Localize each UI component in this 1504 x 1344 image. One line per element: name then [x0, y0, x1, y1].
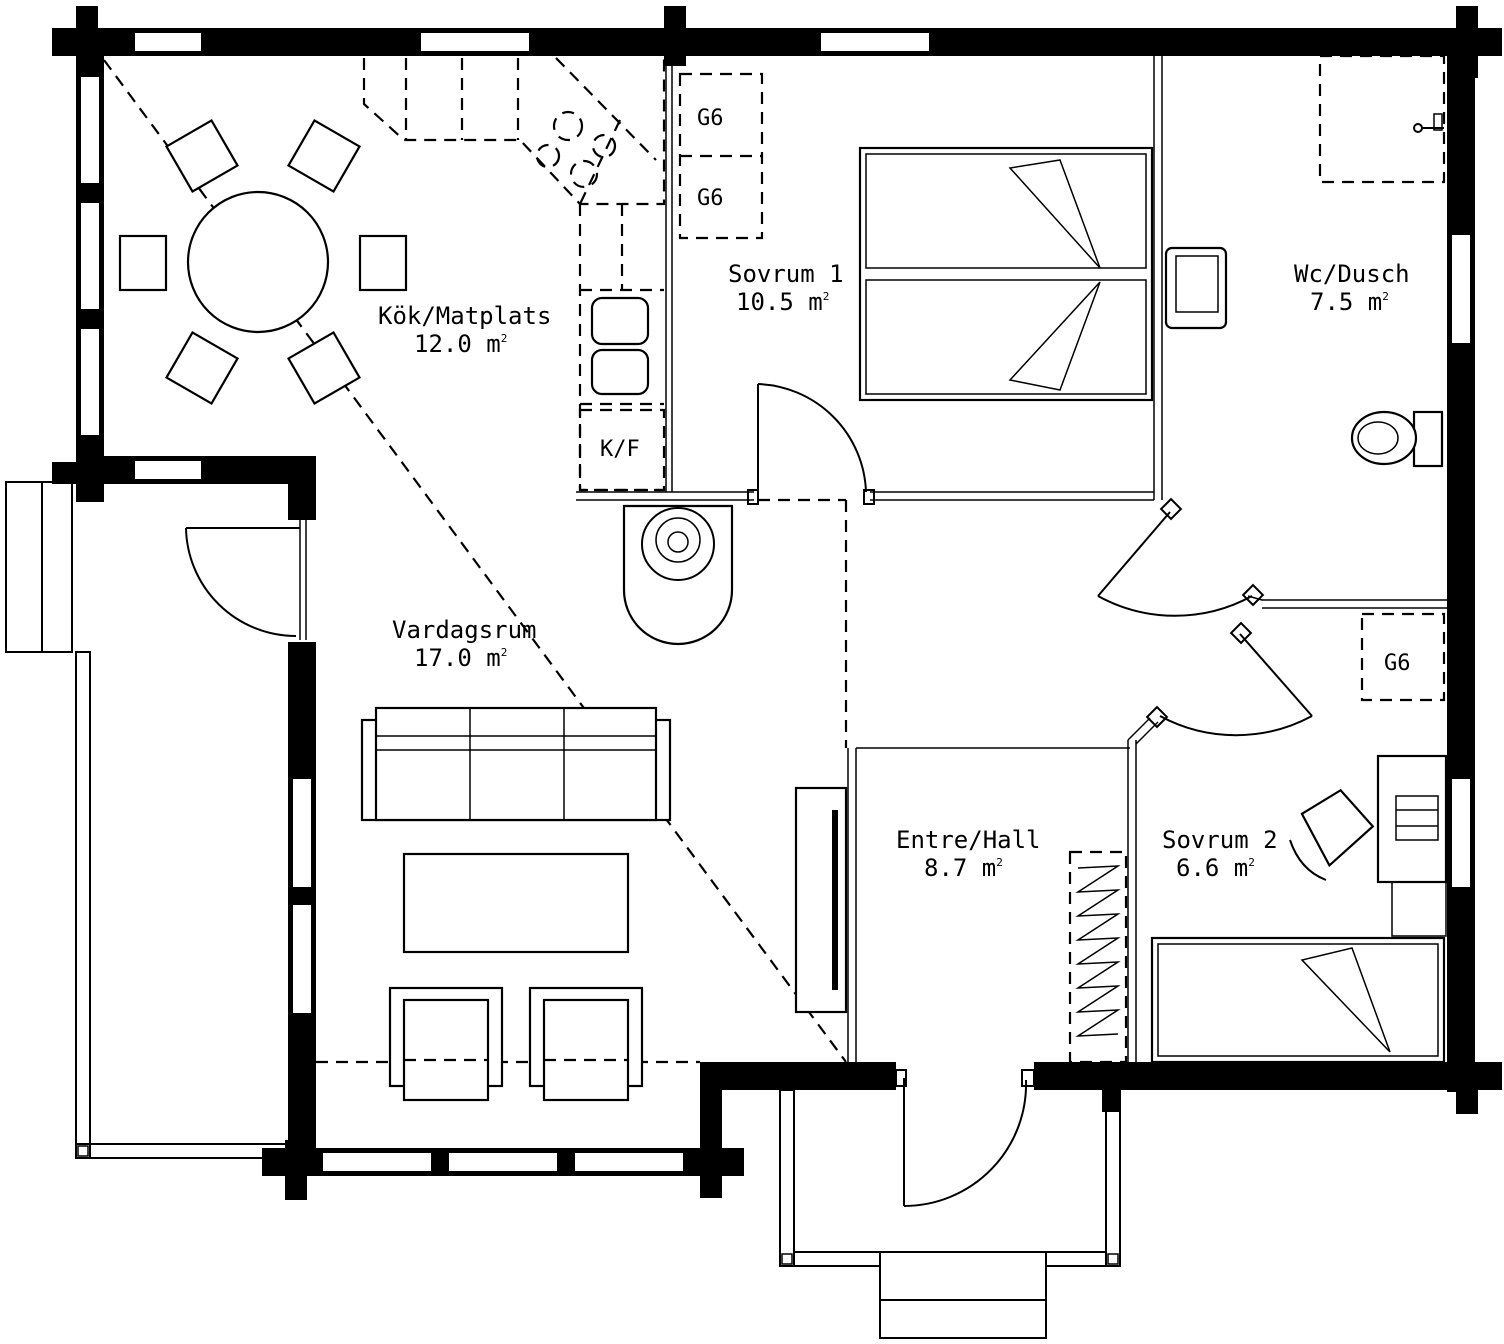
partitions	[299, 56, 1447, 1062]
entry-porch	[779, 1089, 1121, 1339]
windows	[79, 31, 1472, 1173]
room-vardagsrum-area: 17.0 m2	[414, 644, 507, 672]
wardrobe-sovrum2	[1360, 612, 1446, 702]
room-sovrum1-area: 10.5 m2	[736, 288, 829, 316]
dining-chairs	[118, 118, 408, 406]
room-sovrum2-name: Sovrum 2	[1162, 826, 1278, 854]
toilet-icon	[1350, 410, 1444, 468]
room-entre-area: 8.7 m2	[924, 854, 1003, 882]
coat-rack	[1068, 850, 1128, 1064]
washbasin-icon	[1164, 246, 1228, 330]
coffee-table	[402, 852, 630, 954]
wardrobe-label-3: G6	[1384, 651, 1411, 676]
room-wc-name: Wc/Dusch	[1294, 260, 1410, 288]
room-sovrum2-area: 6.6 m2	[1176, 854, 1255, 882]
room-wc-area: 7.5 m2	[1310, 288, 1389, 316]
doors	[185, 383, 1313, 1207]
wardrobe-label-1: G6	[697, 106, 724, 131]
sink-icon	[590, 296, 650, 396]
shower-area	[1318, 54, 1446, 184]
tv-cabinet	[794, 786, 848, 1014]
sofa	[360, 706, 672, 822]
desk-chair-icon	[1289, 788, 1375, 881]
room-kok-name: Kök/Matplats	[378, 302, 551, 330]
armchairs	[388, 986, 644, 1102]
wardrobe-sovrum1	[678, 72, 764, 240]
stove-icon	[535, 110, 617, 189]
desk-icon	[1376, 754, 1448, 937]
double-bed	[858, 146, 1154, 402]
dining-table	[186, 190, 330, 334]
room-sovrum1-name: Sovrum 1	[728, 260, 844, 288]
veranda	[5, 481, 290, 1159]
wardrobe-label-2: G6	[697, 186, 724, 211]
room-vardagsrum-name: Vardagsrum	[392, 616, 537, 644]
fridge-label: K/F	[600, 437, 640, 462]
single-bed	[1150, 936, 1446, 1064]
fireplace-icon	[622, 504, 734, 646]
room-entre-name: Entre/Hall	[896, 826, 1041, 854]
room-kok-area: 12.0 m2	[414, 330, 507, 358]
fridge-box	[578, 408, 666, 492]
kitchen-cabinets	[362, 56, 666, 492]
